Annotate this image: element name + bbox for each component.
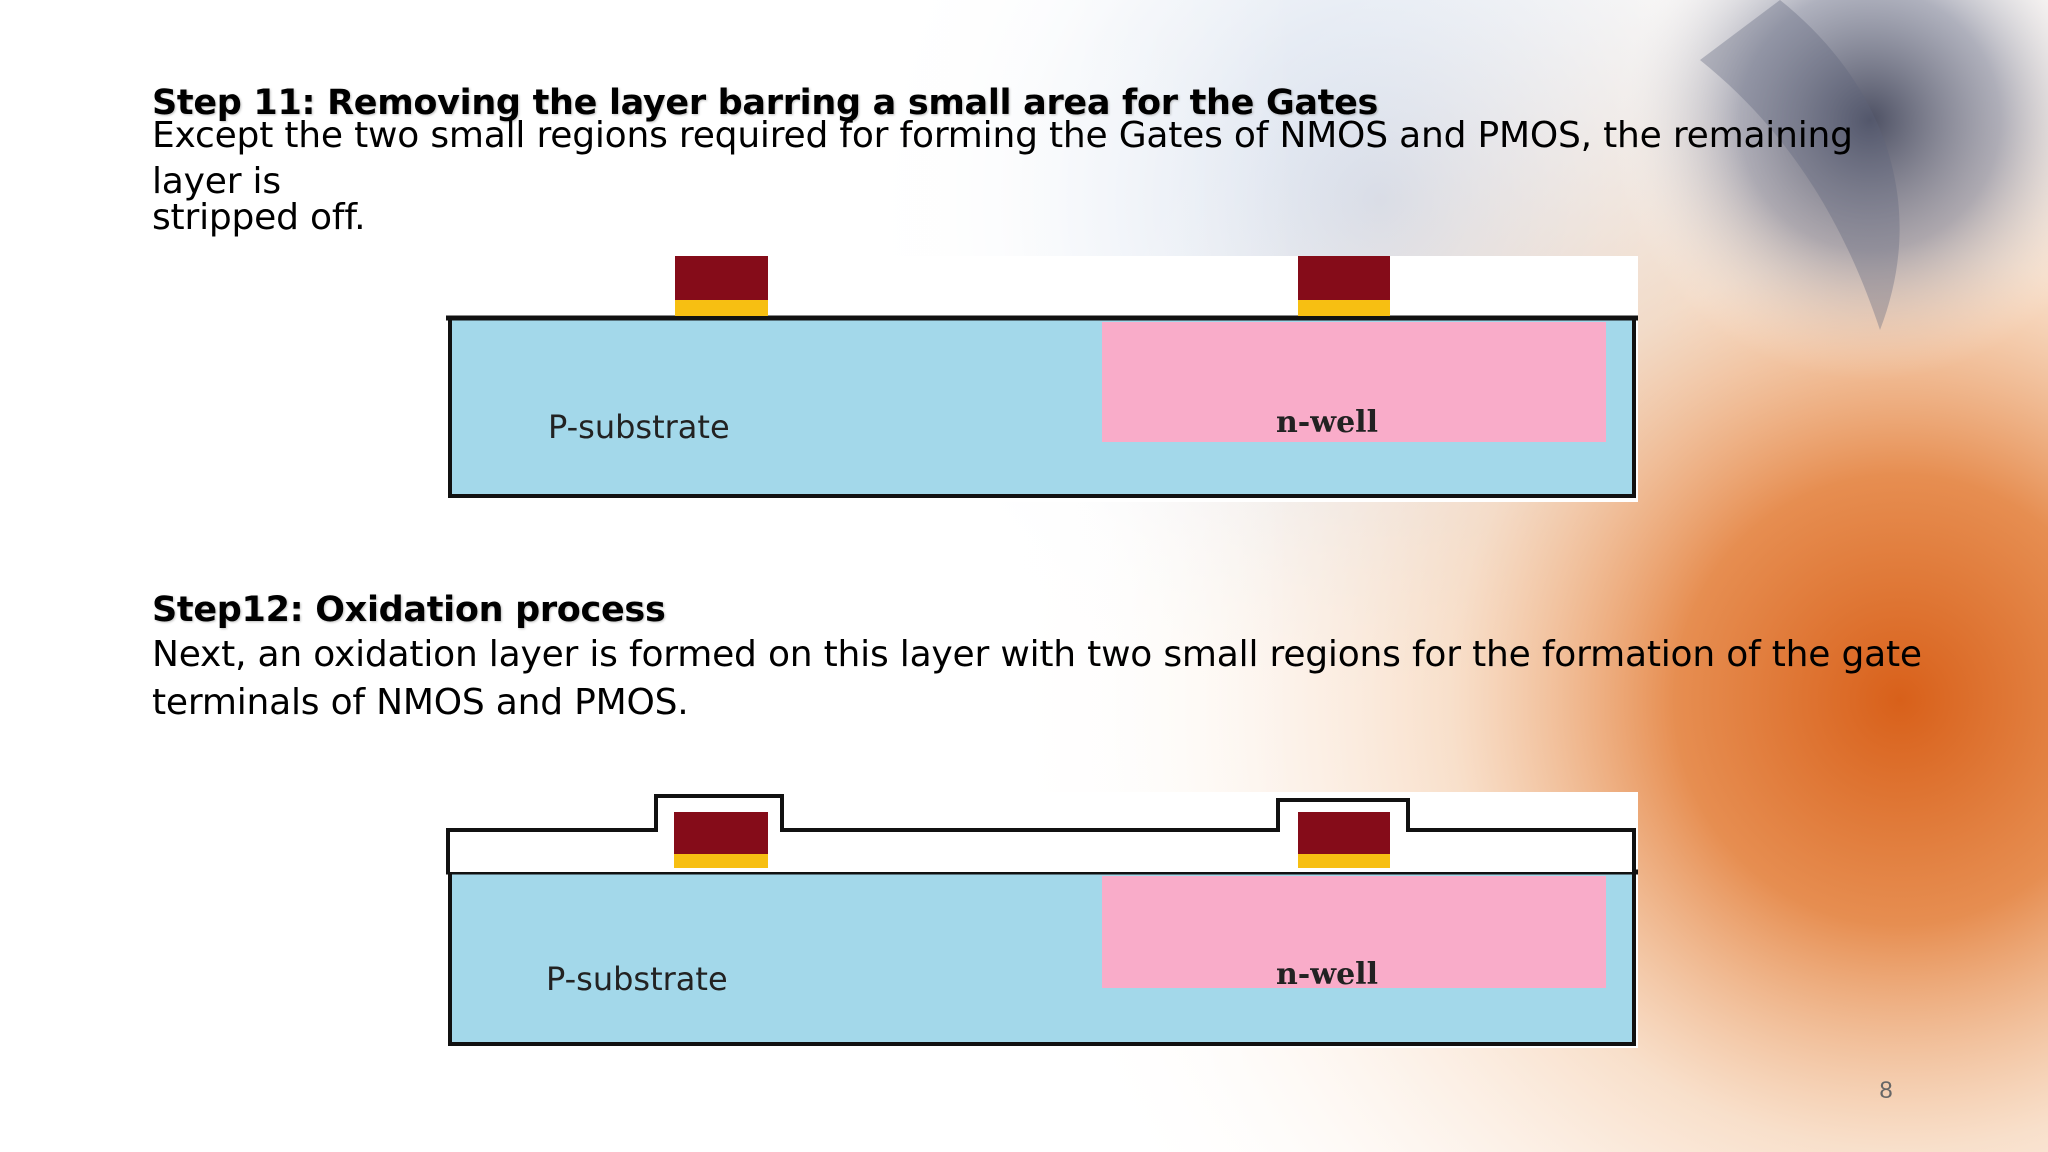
pmos-gate-poly: [1298, 256, 1390, 300]
cross-section-diagram-2: P-substrate n-well: [446, 792, 1638, 1048]
n-well: [1102, 322, 1606, 442]
n-well: [1102, 876, 1606, 988]
step11-heading: Step 11: Removing the layer barring a sm…: [152, 83, 1379, 123]
n-well-label: n-well: [1276, 405, 1378, 440]
pmos-gate-oxide: [1298, 854, 1390, 868]
step11-section: Step 11: Removing the layer barring a sm…: [152, 83, 1932, 241]
step12-heading: Step12: Oxidation process: [152, 590, 666, 630]
nmos-gate-poly: [675, 256, 768, 300]
page-number: 8: [1879, 1077, 1893, 1104]
pmos-gate-poly: [1298, 812, 1390, 854]
p-substrate-label: P-substrate: [548, 408, 730, 446]
step11-line1: Except the two small regions required fo…: [152, 115, 1853, 202]
pmos-gate-oxide: [1298, 300, 1390, 316]
n-well-label: n-well: [1276, 957, 1378, 992]
p-substrate-label: P-substrate: [546, 960, 728, 998]
nmos-gate-poly: [674, 812, 768, 854]
step12-section: Step12: Oxidation process Next, an oxida…: [152, 590, 1932, 726]
step12-line2: terminals of NMOS and PMOS.: [152, 682, 689, 723]
step11-line2: stripped off.: [152, 197, 366, 238]
nmos-gate-oxide: [674, 854, 768, 868]
step12-line1: Next, an oxidation layer is formed on th…: [152, 634, 1922, 675]
cross-section-diagram-1: P-substrate n-well: [446, 256, 1638, 502]
nmos-gate-oxide: [675, 300, 768, 316]
